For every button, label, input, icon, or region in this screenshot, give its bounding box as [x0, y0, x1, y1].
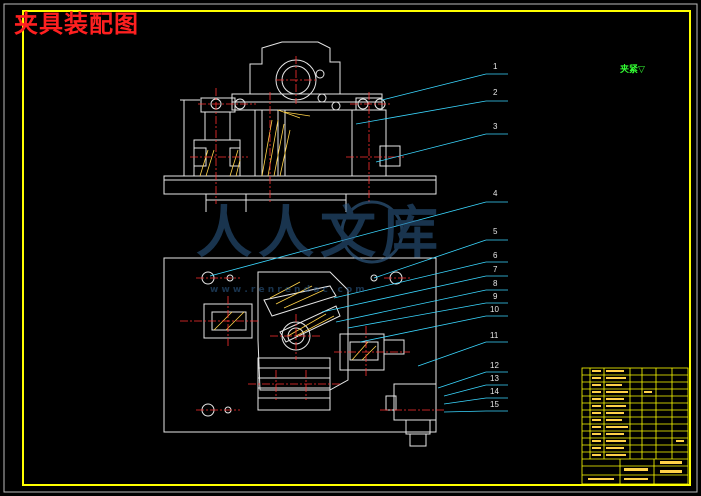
part-number-2: 2 [493, 88, 498, 97]
leader-lines [209, 73, 508, 413]
plan-view-centerlines [180, 277, 444, 411]
part-number-4: 4 [493, 189, 498, 198]
watermark: 人人文库 w w w . r e n r e n d o c . c o m [196, 200, 444, 295]
part-number-15: 15 [490, 400, 499, 409]
front-view-hatching [199, 109, 311, 177]
part-number-6: 6 [493, 251, 498, 260]
part-number-9: 9 [493, 292, 498, 301]
part-number-11: 11 [490, 331, 499, 340]
part-number-8: 8 [493, 279, 498, 288]
part-number-5: 5 [493, 227, 498, 236]
part-number-1: 1 [493, 62, 498, 71]
watermark-text: 人人文库 [196, 200, 444, 266]
part-number-3: 3 [493, 122, 498, 131]
part-number-14: 14 [490, 387, 499, 396]
surface-note: 夹紧▽ [620, 65, 645, 75]
front-view [163, 41, 437, 212]
part-number-10: 10 [490, 305, 499, 314]
watermark-url: w w w . r e n r e n d o c . c o m [210, 285, 365, 295]
part-number-12: 12 [490, 361, 499, 370]
drawing-title: 夹具装配图 [14, 9, 139, 38]
title-block-marks [588, 370, 684, 480]
drawing-frame [22, 10, 691, 486]
title-block [581, 367, 689, 485]
front-view-centerlines [190, 56, 404, 204]
part-number-7: 7 [493, 265, 498, 274]
outer-border [3, 3, 698, 493]
part-number-13: 13 [490, 374, 499, 383]
